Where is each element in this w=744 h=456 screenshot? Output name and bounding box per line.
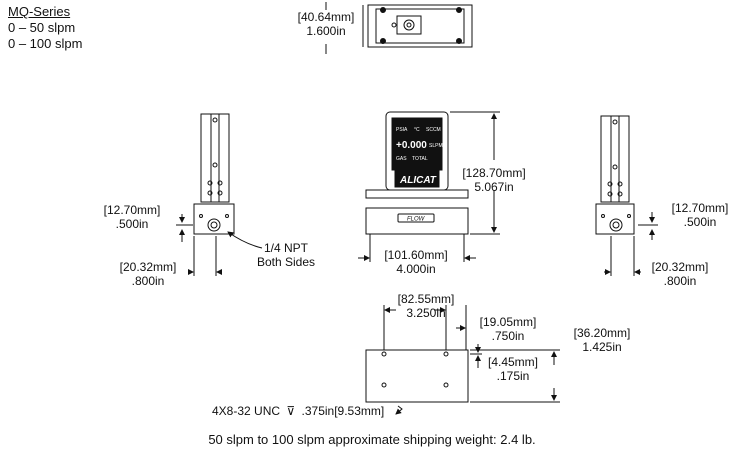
display-label-total: TOTAL bbox=[412, 156, 428, 162]
dim-width: [101.60mm] 4.000in bbox=[376, 248, 456, 276]
series-range-1: 0 – 50 slpm bbox=[8, 20, 76, 35]
dim-left-port-height-in: .500in bbox=[115, 217, 149, 231]
dim-right-port-height-in: .500in bbox=[683, 215, 717, 229]
dim-left-port-height: [12.70mm] .500in bbox=[92, 203, 172, 231]
bottom-view bbox=[365, 305, 560, 415]
top-view bbox=[325, 2, 473, 54]
dim-height-in: 5.067in bbox=[474, 180, 514, 194]
display-label-sccm: SCCM bbox=[426, 127, 441, 133]
dim-base-hole-offset: [19.05mm] .750in bbox=[468, 315, 548, 343]
brand-logo: ALICAT bbox=[399, 175, 437, 186]
dim-base-depth: [36.20mm] 1.425in bbox=[562, 326, 642, 354]
series-range-2: 0 – 100 slpm bbox=[8, 36, 83, 51]
front-display: PSIA °C SCCM +0.000 SLPM GAS TOTAL ALICA… bbox=[396, 127, 443, 186]
display-label-slpm: SLPM bbox=[429, 143, 443, 149]
dim-base-depth-mm: [36.20mm] bbox=[573, 326, 631, 340]
left-side-view bbox=[176, 113, 263, 276]
dim-base-hole-span: [82.55mm] 3.250in bbox=[386, 292, 466, 320]
dim-height-mm: [128.70mm] bbox=[462, 166, 526, 180]
npt-sides: Both Sides bbox=[256, 255, 316, 269]
dim-base-hole-offset-in: .750in bbox=[491, 329, 525, 343]
mount-thread: 4X8-32 UNC bbox=[212, 404, 281, 418]
npt-size: 1/4 NPT bbox=[263, 241, 308, 255]
display-label-c: °C bbox=[414, 127, 420, 133]
dim-right-base-width-in: .800in bbox=[663, 274, 697, 288]
dim-base-hole-edge: [4.45mm] .175in bbox=[476, 355, 550, 383]
right-side-view bbox=[595, 115, 658, 276]
dim-right-port-height-mm: [12.70mm] bbox=[671, 201, 729, 215]
series-title: MQ-Series bbox=[8, 4, 71, 19]
series-block: MQ-Series 0 – 50 slpm 0 – 100 slpm bbox=[8, 4, 82, 52]
dim-left-base-width-in: .800in bbox=[131, 274, 165, 288]
dim-width-in: 4.000in bbox=[396, 262, 436, 276]
shipping-weight-note: 50 slpm to 100 slpm approximate shipping… bbox=[208, 432, 536, 447]
dim-base-hole-span-in: 3.250in bbox=[406, 306, 446, 320]
dim-left-port-height-mm: [12.70mm] bbox=[103, 203, 161, 217]
dim-left-base-width-mm: [20.32mm] bbox=[119, 260, 177, 274]
dim-top-height: [40.64mm] 1.600in bbox=[286, 10, 366, 38]
display-reading: +0.000 bbox=[396, 140, 427, 151]
display-label-gas: GAS bbox=[396, 156, 407, 162]
dim-right-base-width-mm: [20.32mm] bbox=[651, 260, 709, 274]
mount-note: 4X8-32 UNC ⊽ .375in[9.53mm] bbox=[212, 404, 384, 418]
dim-width-mm: [101.60mm] bbox=[384, 248, 448, 262]
dim-right-base-width: [20.32mm] .800in bbox=[640, 260, 720, 288]
dim-base-hole-span-mm: [82.55mm] bbox=[397, 292, 455, 306]
flow-label: FLOW bbox=[407, 217, 426, 223]
dim-base-hole-edge-in: .175in bbox=[496, 369, 530, 383]
front-view bbox=[358, 111, 500, 262]
dim-right-port-height: [12.70mm] .500in bbox=[660, 201, 740, 229]
dim-height: [128.70mm] 5.067in bbox=[454, 166, 534, 194]
dim-top-height-mm: [40.64mm] bbox=[297, 10, 355, 24]
dim-left-base-width: [20.32mm] .800in bbox=[108, 260, 188, 288]
dim-base-hole-offset-mm: [19.05mm] bbox=[479, 315, 537, 329]
mount-depth: .375in[9.53mm] bbox=[301, 404, 385, 418]
depth-symbol-icon: ⊽ bbox=[286, 404, 296, 418]
dim-base-depth-in: 1.425in bbox=[582, 340, 622, 354]
dim-top-height-in: 1.600in bbox=[306, 24, 346, 38]
npt-note: 1/4 NPT Both Sides bbox=[246, 241, 326, 269]
display-label-psia: PSIA bbox=[396, 127, 408, 133]
dim-base-hole-edge-mm: [4.45mm] bbox=[487, 355, 538, 369]
